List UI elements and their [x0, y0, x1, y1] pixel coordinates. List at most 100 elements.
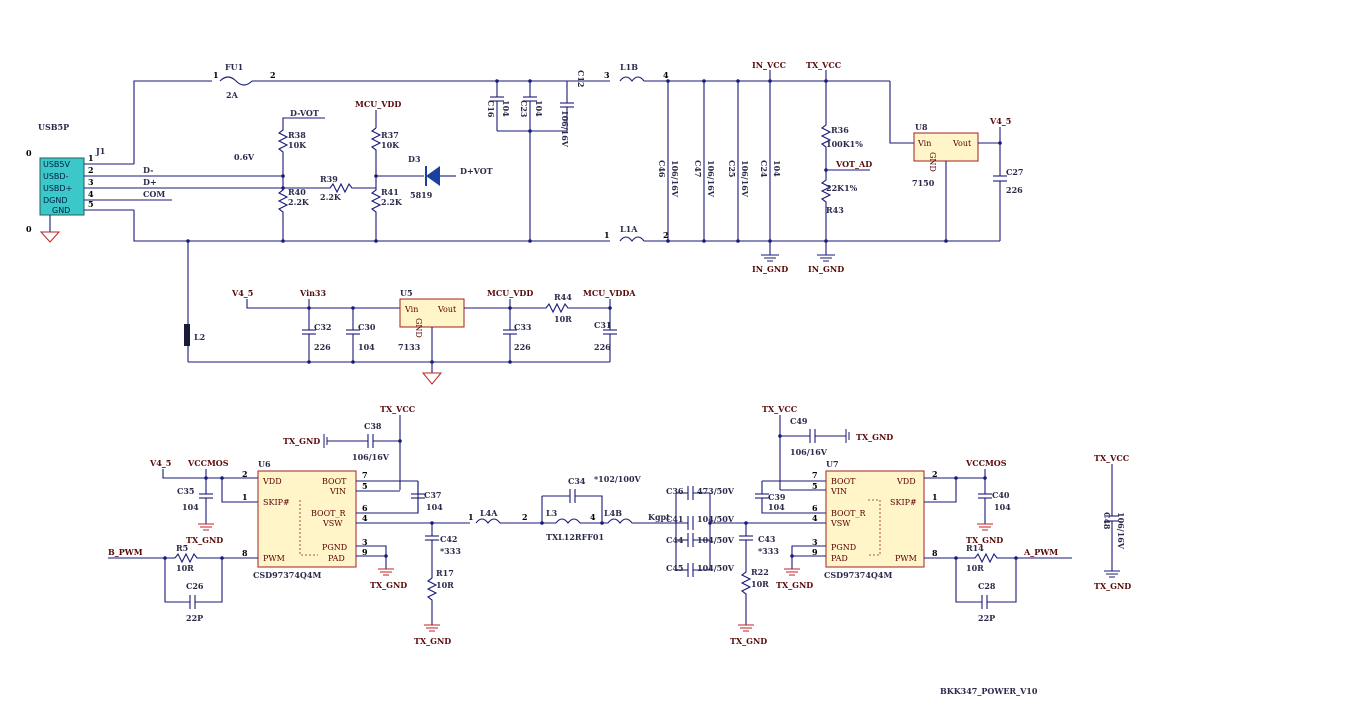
net-vccmos-right: VCCMOS [965, 458, 1007, 468]
r22-value: 10R [751, 579, 769, 589]
r22-ref: R22 [751, 567, 769, 577]
c40-value: 104 [994, 502, 1011, 512]
svg-text:4: 4 [590, 512, 596, 522]
svg-text:BOOT: BOOT [322, 477, 347, 486]
net-vot-ad: VOT_AD [835, 159, 872, 169]
svg-text:106/16V: 106/16V [1116, 512, 1126, 550]
svg-text:1: 1 [932, 492, 938, 502]
l3-value: TXL12RFF01 [546, 532, 604, 542]
c31-value: 226 [594, 342, 611, 352]
svg-text:7: 7 [362, 470, 368, 480]
usb-connector: USB5V USBD- USBD+ DGND GND USB5P J1 0 0 … [26, 122, 283, 243]
r36-ref: R36 [831, 125, 849, 135]
svg-text:C25: C25 [727, 160, 737, 178]
svg-text:L2: L2 [194, 332, 205, 342]
r17-ref: R17 [436, 568, 454, 578]
cap-array: C36 473/50V C41 104/50V C44 104/50V C45 … [666, 486, 735, 577]
svg-text:Vout: Vout [437, 305, 457, 314]
svg-text:BOOT_R: BOOT_R [831, 509, 866, 518]
svg-text:CSD97374Q4M: CSD97374Q4M [253, 570, 321, 580]
usb-pin-usbdm: USBD- [43, 172, 69, 181]
c34-ref: C34 [568, 476, 586, 486]
svg-text:L1A: L1A [620, 224, 638, 234]
c33-ref: C33 [514, 322, 532, 332]
svg-text:9: 9 [362, 547, 368, 557]
svg-text:PWM: PWM [263, 554, 285, 563]
net-in-vcc: IN_VCC [752, 60, 786, 70]
c49-value: 106/16V [790, 447, 828, 457]
svg-text:104: 104 [501, 100, 511, 117]
svg-text:VSW: VSW [830, 519, 851, 528]
svg-text:C12: C12 [576, 70, 586, 88]
svg-text:Vout: Vout [952, 139, 972, 148]
r5-value: 10R [176, 563, 194, 573]
net-vin33: Vin33 [299, 288, 326, 298]
net-tx-gnd-center: TX_GND [730, 636, 767, 646]
svg-text:C46: C46 [657, 160, 667, 178]
net-tx-gnd-left-b: TX_GND [186, 535, 223, 545]
usb-jref: J1 [95, 146, 105, 156]
net-v45-mid: V4_5 [231, 288, 253, 298]
usb-mark-top: 0 [26, 148, 32, 158]
svg-text:PAD: PAD [831, 554, 848, 563]
net-b-pwm: B_PWM [108, 547, 143, 557]
c32-ref: C32 [314, 322, 332, 332]
net-vccmos-left: VCCMOS [187, 458, 229, 468]
r17-value: 10R [436, 580, 454, 590]
svg-text:2: 2 [270, 70, 276, 80]
svg-text:7150: 7150 [912, 178, 935, 188]
r36-value: 100K1% [826, 139, 863, 149]
svg-text:4: 4 [812, 513, 818, 523]
net-mcu-vdd-top: MCU_VDD [355, 99, 401, 109]
net-0-6v: 0.6V [234, 152, 255, 162]
svg-text:104/50V: 104/50V [697, 514, 735, 524]
svg-text:Vin: Vin [404, 305, 418, 314]
svg-text:C16: C16 [486, 100, 496, 118]
fuse-ref: FU1 [225, 62, 243, 72]
svg-text:3: 3 [812, 537, 818, 547]
ground-symbol [421, 372, 443, 385]
r43-value: 22K1% [826, 183, 858, 193]
c28-value: 22P [978, 613, 995, 623]
svg-text:7133: 7133 [398, 342, 421, 352]
c38-value: 106/16V [352, 452, 390, 462]
usb-pinnum-1: 1 [88, 153, 94, 163]
svg-text:2: 2 [932, 469, 938, 479]
svg-text:C45: C45 [666, 563, 684, 573]
r44-value: 10R [554, 314, 572, 324]
ground-symbol [39, 231, 61, 243]
usb-pin-gnd: GND [52, 206, 70, 215]
c43-value: *333 [758, 546, 779, 556]
svg-text:C27: C27 [1006, 167, 1024, 177]
usb-pin-usbdp: USBD+ [43, 184, 72, 193]
svg-text:104: 104 [772, 160, 782, 177]
fuse-fu1: 1 2 FU1 2A [213, 62, 276, 100]
svg-text:226: 226 [1006, 185, 1023, 195]
svg-text:BOOT: BOOT [831, 477, 856, 486]
in-gnd-right: IN_GND [808, 241, 844, 274]
svg-text:PAD: PAD [328, 554, 345, 563]
svg-text:U7: U7 [826, 459, 839, 469]
c31-ref: C31 [594, 320, 612, 330]
net-dp-vot: D+VOT [460, 166, 493, 176]
svg-text:VIN: VIN [329, 487, 346, 496]
svg-text:VDD: VDD [262, 477, 282, 486]
usb-connector-body [39, 157, 85, 216]
r5-ref: R5 [176, 543, 188, 553]
svg-text:1: 1 [213, 70, 219, 80]
net-tx-vcc-top: TX_VCC [806, 60, 841, 70]
r41-value: 2.2K [381, 197, 403, 207]
caps-c16-c23-c12: C16 104 C23 104 C12 106/16V [486, 70, 586, 243]
r38-ref: R38 [288, 130, 306, 140]
svg-text:C41: C41 [666, 514, 684, 524]
svg-text:U6: U6 [258, 459, 271, 469]
usb-pinnum-4: 4 [88, 189, 94, 199]
svg-text:6: 6 [812, 503, 818, 513]
r37-ref: R37 [381, 130, 399, 140]
net-mcu-vdda: MCU_VDDA [583, 288, 636, 298]
svg-text:473/50V: 473/50V [697, 486, 735, 496]
net-kgpt: Kgpt [648, 512, 670, 522]
usb-mark-bottom: 0 [26, 224, 32, 234]
c42-value: *333 [440, 546, 461, 556]
ic-u6: U6 VDD SKIP# PWM BOOT VIN BOOT_R VSW PGN… [242, 459, 368, 580]
